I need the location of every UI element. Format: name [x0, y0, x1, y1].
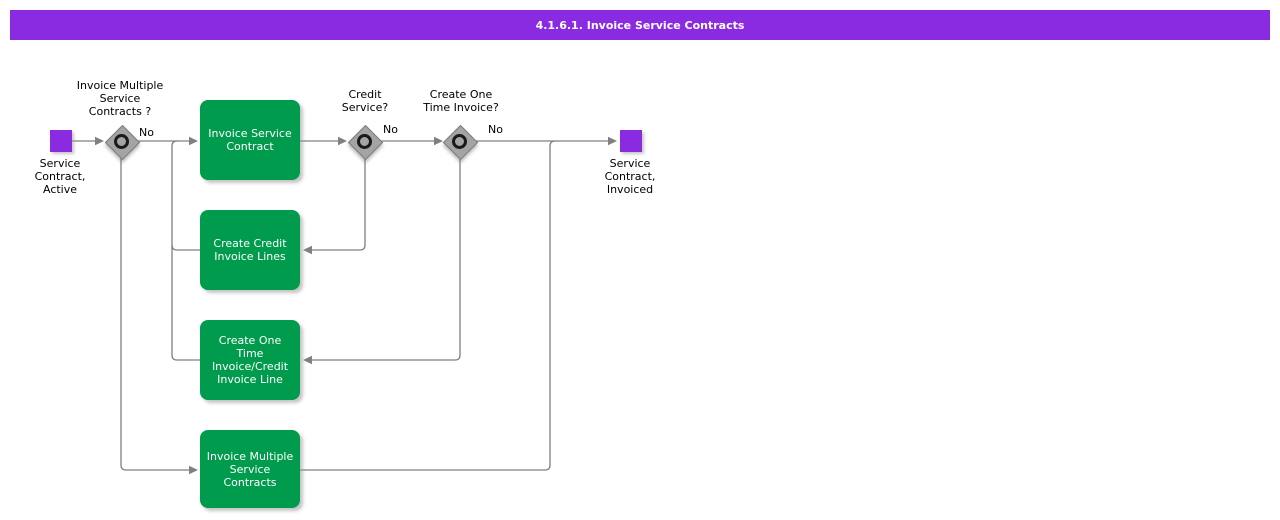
activity-create-one-time-invoice-credit-invoice-line-label: Create One Time Invoice/Credit Invoice L…	[211, 334, 289, 386]
activity-create-credit-invoice-lines-label: Create Credit Invoice Lines	[213, 237, 287, 263]
arrowhead-into-invoice-service-contract	[189, 136, 198, 146]
edge-gateway1-yes-to-invoice-multiple	[120, 157, 189, 471]
gateway2-ring-icon	[357, 134, 372, 149]
edge-create-one-time-yes-to-create-one-time-box	[312, 157, 461, 361]
gateway1-ring-icon	[114, 134, 129, 149]
diagram-title-bar: 4.1.6.1. Invoice Service Contracts	[10, 10, 1270, 40]
gateway3-ring-icon	[452, 134, 467, 149]
start-event-label: Service Contract, Active	[34, 157, 86, 196]
edge-create-credit-lines-loopback	[171, 140, 200, 251]
arrowhead-into-gateway1	[95, 136, 104, 146]
edge-invoice-multiple-to-end	[300, 140, 556, 471]
arrowhead-into-create-one-time-invoice	[434, 136, 443, 146]
edge-credit-service-yes-to-create-credit-lines	[312, 157, 366, 251]
arrowhead-into-credit-service	[338, 136, 347, 146]
activity-invoice-service-contract-label: Invoice Service Contract	[208, 127, 292, 153]
arrowhead-into-create-credit-lines	[303, 245, 312, 255]
arrowhead-into-create-one-time-box	[303, 355, 312, 365]
gateway3-no-branch-label: No	[488, 123, 503, 136]
arrowhead-into-end-event	[608, 136, 617, 146]
activity-create-one-time-invoice-credit-invoice-line[interactable]: Create One Time Invoice/Credit Invoice L…	[200, 320, 300, 400]
arrowhead-into-invoice-multiple	[189, 465, 198, 475]
diagram-title: 4.1.6.1. Invoice Service Contracts	[535, 18, 745, 32]
gateway2-no-branch-label: No	[383, 123, 398, 136]
start-event-square	[50, 130, 72, 152]
activity-invoice-multiple-service-contracts-label: Invoice Multiple Service Contracts	[206, 449, 294, 489]
activity-invoice-service-contract[interactable]: Invoice Service Contract	[200, 100, 300, 180]
gateway3-question-label: Create One Time Invoice?	[423, 88, 499, 114]
activity-create-credit-invoice-lines[interactable]: Create Credit Invoice Lines	[200, 210, 300, 290]
edge-create-one-time-box-loopback	[171, 245, 200, 361]
gateway2-question-label: Credit Service?	[341, 88, 389, 114]
end-event-label: Service Contract, Invoiced	[604, 157, 656, 196]
activity-invoice-multiple-service-contracts[interactable]: Invoice Multiple Service Contracts	[200, 430, 300, 508]
gateway1-no-branch-label: No	[139, 126, 154, 139]
gateway1-question-label: Invoice Multiple Service Contracts ?	[76, 79, 164, 118]
end-event-square	[620, 130, 642, 152]
